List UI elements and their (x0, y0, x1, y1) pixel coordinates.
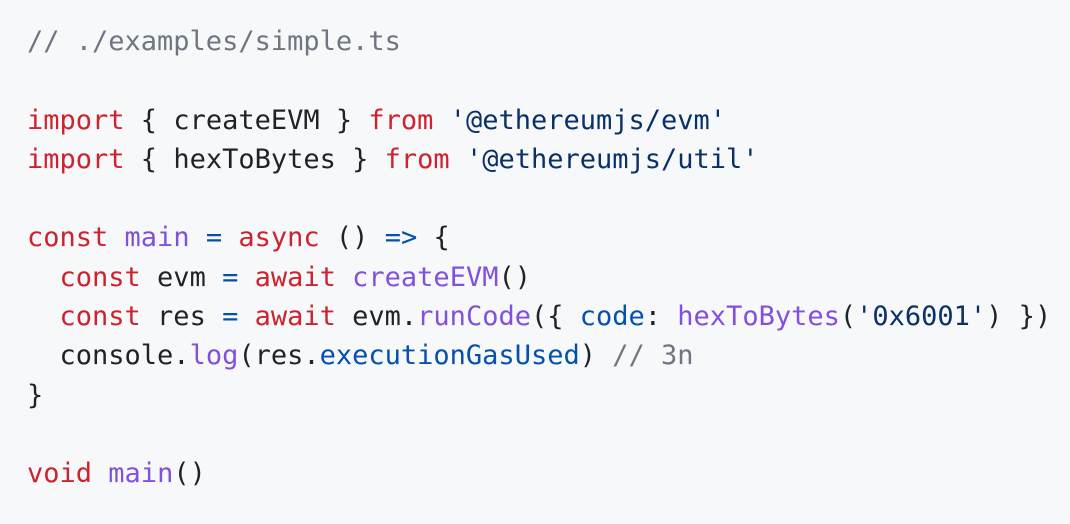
keyword-token: async (238, 222, 320, 254)
keyword-token: const (27, 222, 109, 254)
keyword-token: import (27, 143, 125, 175)
plain-token: (res. (238, 340, 320, 372)
code-line-7: const evm = await createEVM() (27, 258, 1070, 297)
plain-token: { (417, 222, 450, 254)
keyword-token: const (59, 261, 141, 293)
code-line-5 (27, 179, 1070, 218)
plain-token: ( (839, 301, 857, 333)
plain-token: { createEVM } (124, 104, 369, 136)
plain-token (27, 301, 60, 332)
plain-token (238, 262, 254, 293)
property-token: executionGasUsed (319, 340, 580, 372)
function-token: runCode (417, 301, 531, 333)
plain-token: console. (27, 340, 190, 372)
comment-token: // ./examples/simple.ts (27, 26, 401, 57)
code-line-6: const main = async () => { (27, 218, 1070, 257)
comment-token: // 3n (612, 340, 694, 372)
code-line-11 (27, 415, 1070, 454)
keyword-token: const (59, 301, 141, 333)
code-line-9: console.log(res.executionGasUsed) // 3n (27, 336, 1070, 375)
function-token: main (124, 222, 190, 254)
keyword-token: await (254, 301, 336, 333)
operator-token: = (222, 261, 239, 293)
plain-token: () (498, 261, 531, 293)
string-token: '@ethereumjs/evm' (449, 104, 727, 136)
plain-token: ({ (530, 301, 580, 333)
code-line-12: void main() (27, 454, 1070, 493)
function-token: log (189, 340, 239, 372)
function-token: createEVM (352, 261, 499, 293)
keyword-token: void (27, 458, 93, 490)
code-line-1: // ./examples/simple.ts (27, 22, 1070, 61)
function-token: main (108, 458, 174, 490)
operator-token: = (205, 222, 223, 254)
plain-token: () (319, 222, 385, 254)
plain-token: () (173, 458, 206, 490)
plain-token (92, 458, 108, 489)
code-listing[interactable]: // ./examples/simple.ts import { createE… (27, 22, 1070, 494)
plain-token: { hexToBytes } (124, 143, 385, 175)
keyword-token: from (384, 143, 450, 175)
string-token: '0x6001' (856, 301, 987, 333)
plain-token (336, 262, 352, 293)
keyword-token: from (368, 104, 434, 136)
plain-token (108, 222, 124, 253)
plain-token (450, 144, 466, 175)
plain-token (433, 105, 449, 136)
plain-token (27, 262, 60, 293)
plain-token: : (644, 301, 678, 333)
keyword-token: import (27, 104, 125, 136)
keyword-token: await (254, 261, 336, 293)
operator-token: => (384, 222, 418, 254)
plain-token (190, 222, 206, 253)
plain-token: ) (579, 340, 613, 372)
code-line-8: const res = await evm.runCode({ code: he… (27, 297, 1070, 336)
plain-token: evm. (335, 301, 418, 333)
plain-token (238, 301, 254, 332)
code-line-4: import { hexToBytes } from '@ethereumjs/… (27, 140, 1070, 179)
plain-token (222, 222, 238, 253)
string-token: '@ethereumjs/util' (465, 143, 759, 175)
property-token: code (579, 301, 645, 333)
operator-token: = (222, 301, 239, 333)
plain-token: ) }) (986, 301, 1052, 333)
code-line-3: import { createEVM } from '@ethereumjs/e… (27, 101, 1070, 140)
plain-token: evm (140, 261, 223, 293)
code-line-2 (27, 61, 1070, 100)
plain-token: res (140, 301, 223, 333)
plain-token: } (27, 379, 44, 411)
function-token: hexToBytes (677, 301, 840, 333)
code-line-10: } (27, 376, 1070, 415)
